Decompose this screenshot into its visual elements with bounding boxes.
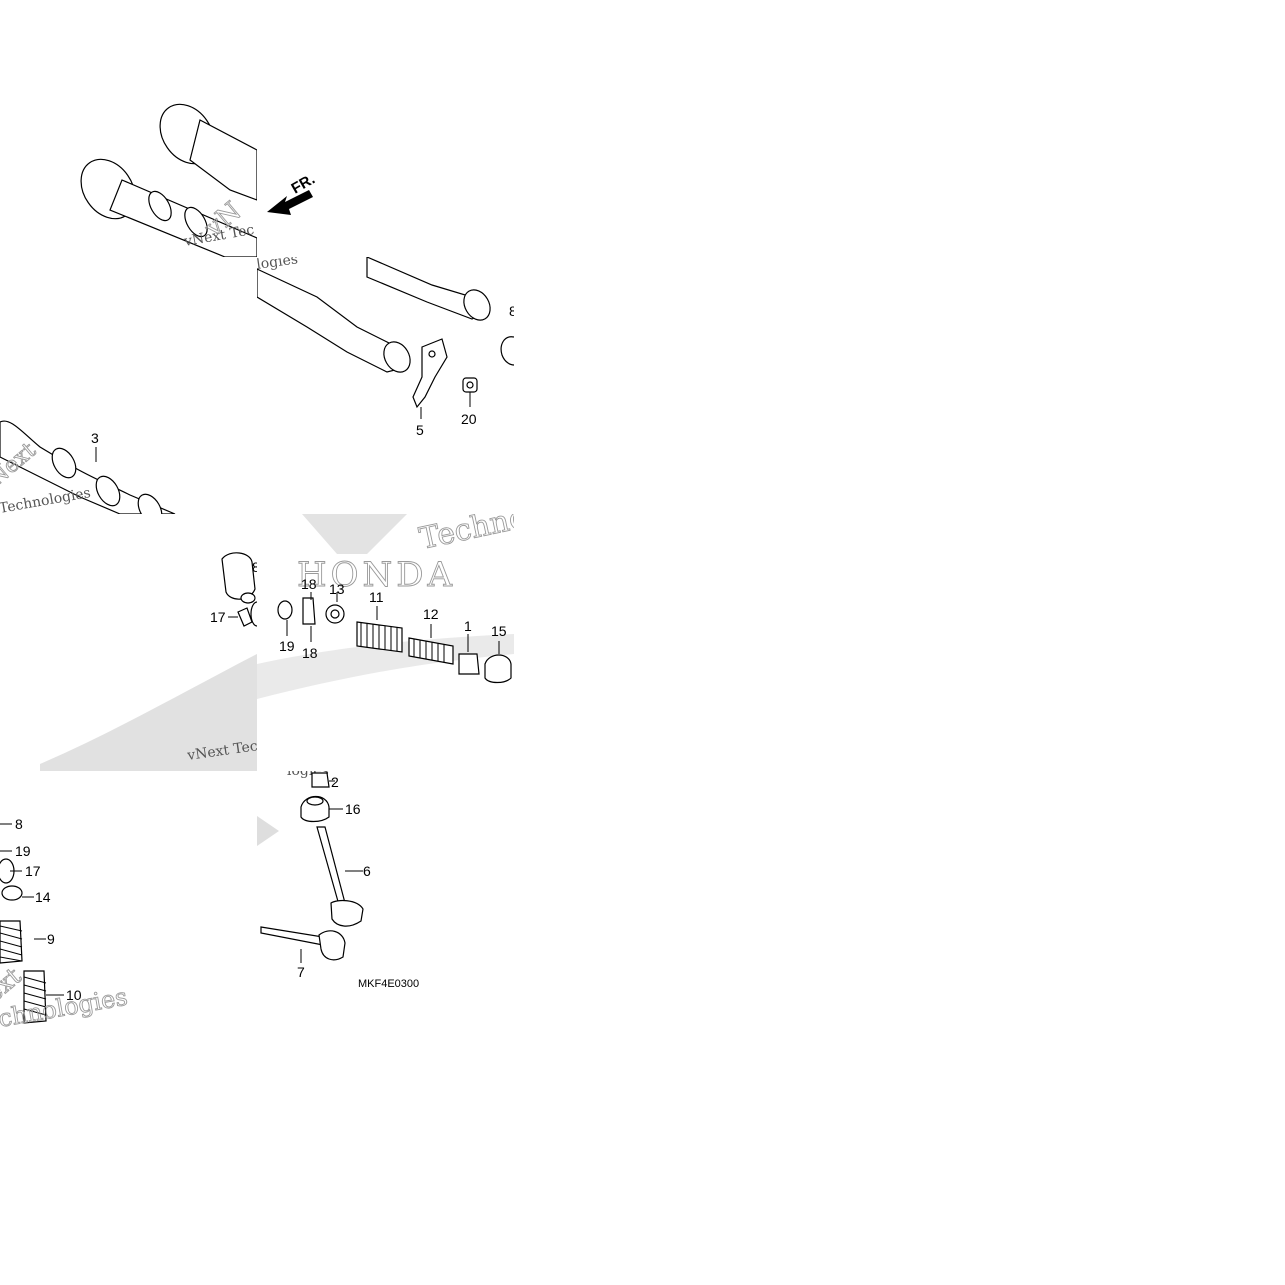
valve-guide-illustration bbox=[300, 772, 330, 823]
logo-wing-pattern bbox=[40, 654, 257, 771]
callout-17: 17 bbox=[25, 863, 41, 879]
camshaft-illustration bbox=[257, 257, 491, 373]
tappet-illustration bbox=[221, 552, 257, 627]
callout-18: 18 bbox=[301, 576, 317, 592]
watermark-text: logies bbox=[257, 257, 299, 273]
diagram-tile-valves: logies 2 16 6 7 MKF4E bbox=[257, 771, 514, 1028]
watermark: ext chnologies bbox=[0, 961, 130, 1028]
callout-14: 14 bbox=[35, 889, 51, 905]
callout-7: 7 bbox=[297, 964, 305, 980]
callout-8: 8 bbox=[15, 816, 23, 832]
watermark-text: HONDA bbox=[297, 555, 456, 595]
valve-spring-illustration bbox=[0, 858, 47, 1024]
retainer-illustration bbox=[277, 597, 345, 625]
intake-valve-illustration bbox=[316, 826, 364, 927]
callout-20: 20 bbox=[461, 411, 477, 427]
callout-8: 8 bbox=[509, 303, 514, 319]
callout-16: 16 bbox=[345, 801, 361, 817]
callout-8: 8 bbox=[252, 559, 257, 575]
camshaft-illustration bbox=[0, 420, 176, 514]
diagram-tile-tappet: 8 17 vNext Tec bbox=[0, 514, 257, 771]
watermark: logies bbox=[257, 771, 329, 846]
callout-12: 12 bbox=[423, 606, 439, 622]
callout-3: 3 bbox=[91, 430, 99, 446]
callout-5: 5 bbox=[416, 422, 424, 438]
watermark: logies bbox=[257, 257, 299, 273]
diagram-tile-valve-row: HONDA Techno bbox=[257, 514, 514, 771]
callout-13: 13 bbox=[329, 581, 345, 597]
watermark-text: logies bbox=[287, 771, 329, 779]
diagram-tile-camshaft-center: logies 5 20 8 bbox=[257, 257, 514, 514]
callout-18: 18 bbox=[302, 645, 318, 661]
callout-2: 2 bbox=[331, 774, 339, 790]
camshaft-illustration bbox=[80, 103, 257, 257]
callout-11: 11 bbox=[369, 589, 384, 605]
callout-6: 6 bbox=[363, 863, 371, 879]
diagram-code: MKF4E0300 bbox=[358, 978, 419, 990]
callout-19: 19 bbox=[15, 843, 31, 859]
diagram-tile-camshaft-upper: vNext Tec vN bbox=[0, 0, 257, 257]
callout-10: 10 bbox=[66, 987, 82, 1003]
callout-9: 9 bbox=[47, 931, 55, 947]
watermark-text: Technologies bbox=[0, 485, 92, 514]
fr-label: FR. bbox=[289, 171, 318, 198]
cam-plate-illustration bbox=[412, 338, 448, 409]
diagram-tile-camshaft-left: Next Technologies 3 bbox=[0, 257, 257, 514]
bolt-illustration bbox=[462, 377, 478, 393]
callout-1: 1 bbox=[464, 618, 472, 634]
callout-17: 17 bbox=[210, 609, 226, 625]
callout-19: 19 bbox=[279, 638, 295, 654]
outer-spring-illustration bbox=[356, 621, 403, 653]
inner-spring-illustration bbox=[408, 637, 454, 665]
watermark-text: Techno bbox=[416, 514, 514, 557]
diagram-tile-valve-left: ext chnologies 8 19 17 14 9 10 bbox=[0, 771, 257, 1028]
exhaust-valve-illustration bbox=[260, 926, 346, 961]
front-arrow: FR. bbox=[267, 171, 318, 215]
callout-15: 15 bbox=[491, 623, 507, 639]
seal-illustration bbox=[458, 653, 512, 684]
ring-illustration bbox=[500, 336, 514, 366]
diagram-tile-fr-arrow: FR. bbox=[257, 0, 514, 257]
